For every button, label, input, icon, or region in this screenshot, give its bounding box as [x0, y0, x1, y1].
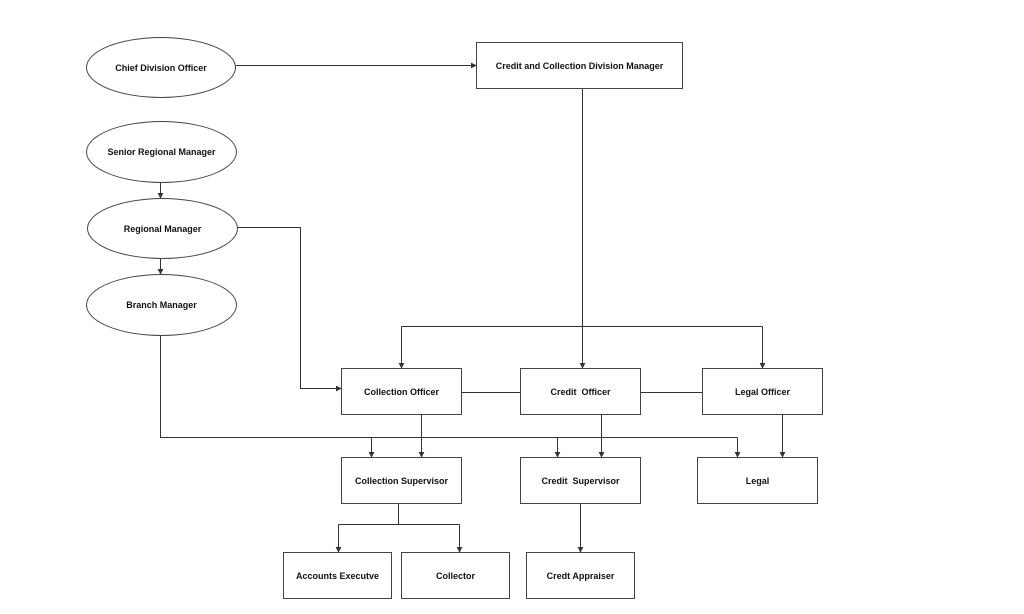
node-branch-manager: Branch Manager: [86, 274, 237, 336]
node-chief-division-officer: Chief Division Officer: [86, 37, 236, 98]
node-accounts-executive: Accounts Executve: [283, 552, 392, 599]
node-regional-manager: Regional Manager: [87, 198, 238, 259]
node-credit-officer: Credit Officer: [520, 368, 641, 415]
node-credit-collection-division-manager: Credit and Collection Division Manager: [476, 42, 683, 89]
node-credit-appraiser: Credt Appraiser: [526, 552, 635, 599]
connector-regional-to-collection-officer: [238, 227, 342, 392]
node-senior-regional-manager: Senior Regional Manager: [86, 121, 237, 183]
node-collector: Collector: [401, 552, 510, 599]
node-credit-supervisor: Credit Supervisor: [520, 457, 641, 504]
node-collection-supervisor: Collection Supervisor: [341, 457, 462, 504]
node-legal: Legal: [697, 457, 818, 504]
connector-branch-manager-bus: [160, 336, 738, 438]
node-collection-officer: Collection Officer: [341, 368, 462, 415]
node-legal-officer: Legal Officer: [702, 368, 823, 415]
